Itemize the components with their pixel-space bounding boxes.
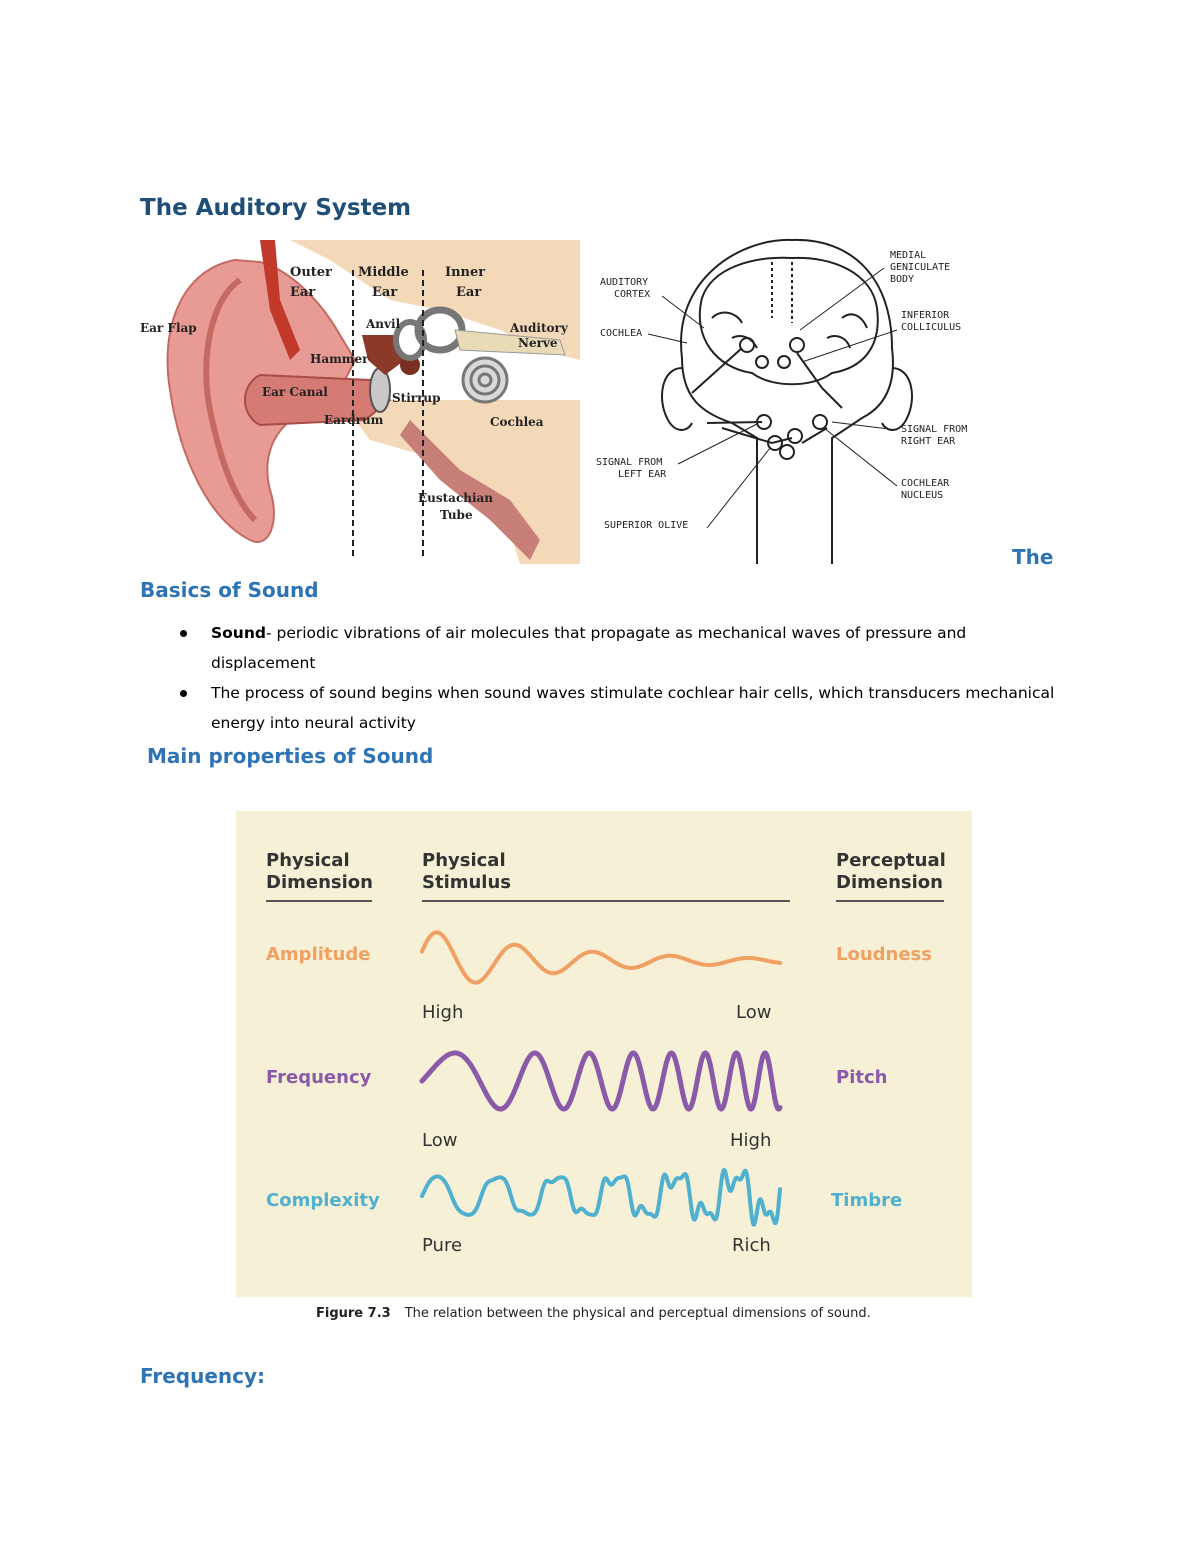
bullet-icon bbox=[180, 630, 187, 637]
wave-canvas bbox=[419, 930, 783, 1227]
basics-heading-part2: Basics of Sound bbox=[140, 578, 319, 602]
basics-heading-part1: The bbox=[1012, 545, 1054, 569]
end-label-complexity-left: Pure bbox=[422, 1235, 463, 1256]
label-stirrup: Stirrup bbox=[392, 391, 441, 405]
complexity-wave bbox=[420, 1167, 782, 1227]
label-anvil: Anvil bbox=[365, 317, 401, 331]
bullet-term: Sound bbox=[211, 624, 266, 642]
figure-caption: Figure 7.3 The relation between the physi… bbox=[316, 1306, 871, 1321]
end-label-amplitude-right: Low bbox=[736, 1002, 772, 1023]
label-hammer: Hammer bbox=[310, 352, 369, 366]
bullet-text: - periodic vibrations of air molecules t… bbox=[211, 624, 967, 672]
figure-caption-text: The relation between the physical and pe… bbox=[404, 1306, 871, 1321]
bullet-text: The process of sound begins when sound w… bbox=[211, 684, 1055, 732]
col-perceptual-dimension: Perceptual Dimension bbox=[836, 850, 946, 893]
list-item: The process of sound begins when sound w… bbox=[175, 678, 1075, 738]
col-physical-dimension: Physical Dimension bbox=[266, 850, 373, 893]
label-timbre: Timbre bbox=[831, 1190, 903, 1211]
col-physical-stimulus: Physical Stimulus bbox=[422, 850, 512, 893]
label-ear-flap: Ear Flap bbox=[140, 321, 197, 335]
frequency-wave bbox=[419, 1050, 783, 1112]
sound-dimensions-figure: Physical Dimension Physical Stimulus Per… bbox=[236, 811, 972, 1297]
end-label-amplitude-left: High bbox=[422, 1002, 464, 1023]
end-label-complexity-right: Rich bbox=[732, 1235, 771, 1256]
figure-caption-label: Figure 7.3 bbox=[316, 1306, 391, 1321]
main-properties-heading: Main properties of Sound bbox=[147, 744, 434, 768]
label-frequency: Frequency bbox=[266, 1067, 372, 1088]
bullet-icon bbox=[180, 690, 187, 697]
frequency-heading: Frequency: bbox=[140, 1364, 266, 1388]
rule-physical-stimulus bbox=[422, 900, 790, 902]
label-amplitude: Amplitude bbox=[266, 944, 371, 965]
amplitude-wave bbox=[420, 930, 782, 985]
label-complexity: Complexity bbox=[266, 1190, 380, 1211]
label-cochlea-brain: COCHLEA bbox=[600, 328, 642, 339]
page-title: The Auditory System bbox=[140, 195, 412, 221]
basics-bullet-list: Sound- periodic vibrations of air molecu… bbox=[175, 618, 1075, 738]
rule-physical-dimension bbox=[266, 900, 372, 902]
label-loudness: Loudness bbox=[836, 944, 932, 965]
label-cochlea: Cochlea bbox=[490, 415, 544, 429]
end-label-frequency-right: High bbox=[730, 1130, 772, 1151]
rule-perceptual-dimension bbox=[836, 900, 944, 902]
list-item: Sound- periodic vibrations of air molecu… bbox=[175, 618, 1075, 678]
label-pitch: Pitch bbox=[836, 1067, 888, 1088]
label-eardrum: Eardrum bbox=[324, 413, 384, 427]
label-ear-canal: Ear Canal bbox=[262, 385, 328, 399]
label-superior-olive: SUPERIOR OLIVE bbox=[604, 520, 688, 531]
end-label-frequency-left: Low bbox=[422, 1130, 458, 1151]
